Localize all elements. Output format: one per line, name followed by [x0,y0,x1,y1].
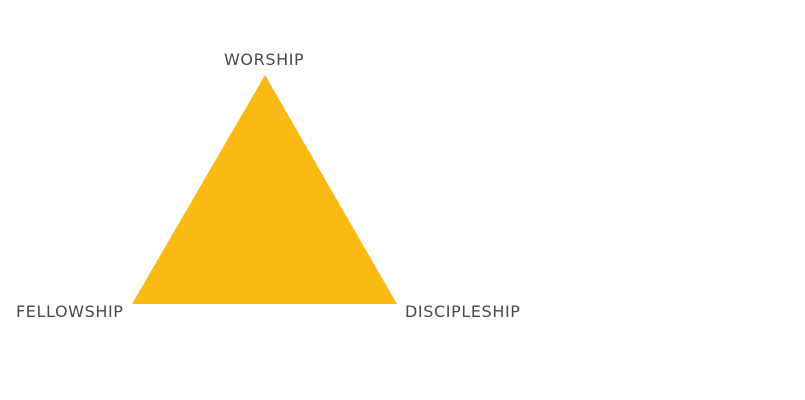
label-discipleship: DISCIPLESHIP [405,302,521,321]
label-worship: WORSHIP [224,50,305,69]
label-fellowship: FELLOWSHIP [16,302,124,321]
triangle-shape [132,75,397,304]
